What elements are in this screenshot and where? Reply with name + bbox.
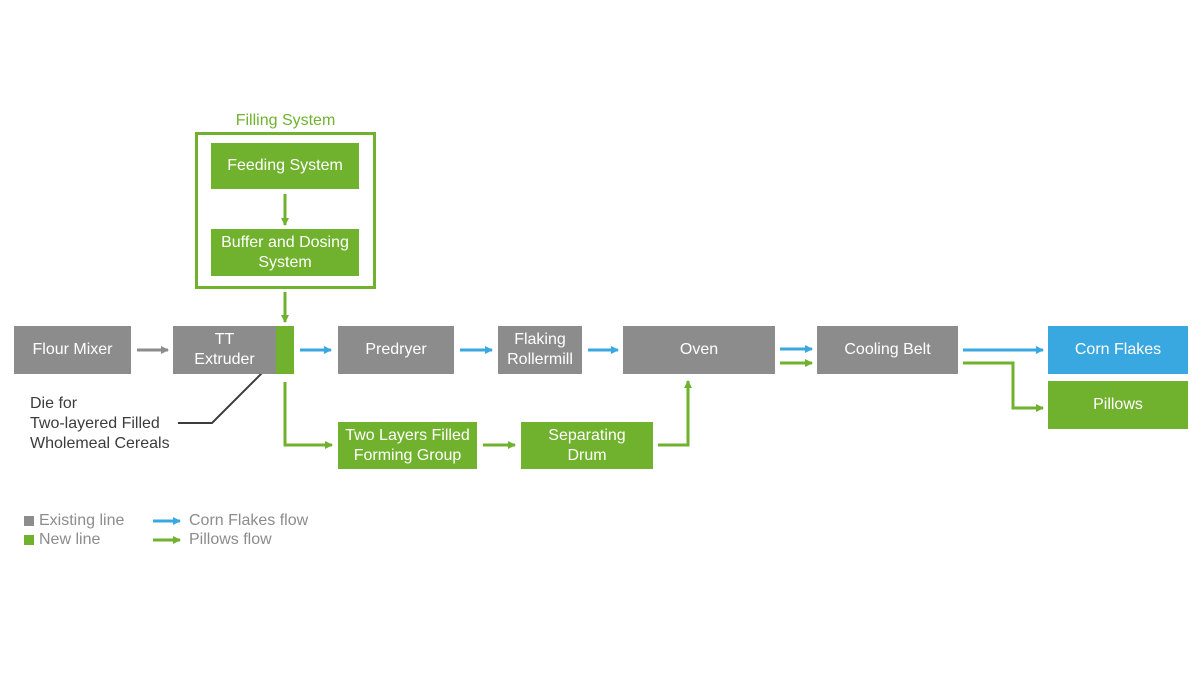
tt-extruder-box[interactable]: TT Extruder (173, 326, 276, 374)
buffer-dosing-label-1: Buffer and Dosing (221, 233, 349, 251)
legend-existing-label: Existing line (39, 512, 125, 529)
buffer-dosing-box[interactable]: Buffer and Dosing System (211, 229, 359, 276)
corn-flakes-label: Corn Flakes (1074, 341, 1162, 358)
feeding-system-box[interactable]: Feeding System (211, 143, 359, 189)
separating-drum-label-1: Separating (548, 426, 626, 444)
feeding-system-label: Feeding System (227, 157, 343, 174)
buffer-dosing-label-2: System (258, 253, 312, 271)
predryer-box[interactable]: Predryer (338, 326, 454, 374)
flaking-rollermill-box[interactable]: Flaking Rollermill (498, 326, 582, 374)
legend-corn-flakes-label: Corn Flakes flow (189, 512, 309, 529)
corn-flakes-box[interactable]: Corn Flakes (1048, 326, 1188, 374)
pillows-box[interactable]: Pillows (1048, 381, 1188, 429)
tt-extruder-label-2: Extruder (194, 351, 255, 368)
die-note-line-3: Wholemeal Cereals (30, 435, 170, 452)
arrow-drum-to-oven (658, 380, 692, 447)
separating-drum-box[interactable]: Separating Drum (521, 422, 653, 469)
forming-group-box[interactable]: Two Layers Filled Forming Group (338, 422, 477, 469)
arrow-cooling-to-pillows (963, 361, 1044, 412)
die-note: Die for Two-layered Filled Wholemeal Cer… (30, 394, 180, 454)
die-callout-line (178, 349, 286, 424)
flour-mixer-label: Flour Mixer (32, 341, 113, 358)
arrow-extruder-to-forming (283, 382, 333, 449)
filling-system-frame (195, 132, 376, 289)
legend-existing-swatch (24, 516, 34, 526)
die-note-line-1: Die for (30, 395, 78, 412)
die-block[interactable] (276, 326, 294, 374)
legend-new-swatch (24, 535, 34, 545)
separating-drum-label-2: Drum (567, 446, 607, 464)
oven-box[interactable]: Oven (623, 326, 775, 374)
filling-system-title: Filling System (235, 112, 336, 129)
flaking-label-1: Flaking (514, 331, 566, 348)
tt-extruder-label-1: TT (214, 331, 235, 348)
predryer-label: Predryer (365, 341, 427, 358)
legend-pillows-label: Pillows flow (189, 531, 272, 548)
legend-new-label: New line (39, 531, 101, 548)
oven-label: Oven (679, 341, 719, 358)
forming-group-label-1: Two Layers Filled (345, 426, 470, 444)
die-note-line-2: Two-layered Filled (30, 415, 160, 432)
cooling-belt-box[interactable]: Cooling Belt (817, 326, 958, 374)
flaking-label-2: Rollermill (507, 351, 573, 368)
flour-mixer-box[interactable]: Flour Mixer (14, 326, 131, 374)
pillows-label: Pillows (1093, 396, 1143, 413)
forming-group-label-2: Forming Group (353, 446, 462, 464)
cooling-belt-label: Cooling Belt (844, 341, 931, 358)
